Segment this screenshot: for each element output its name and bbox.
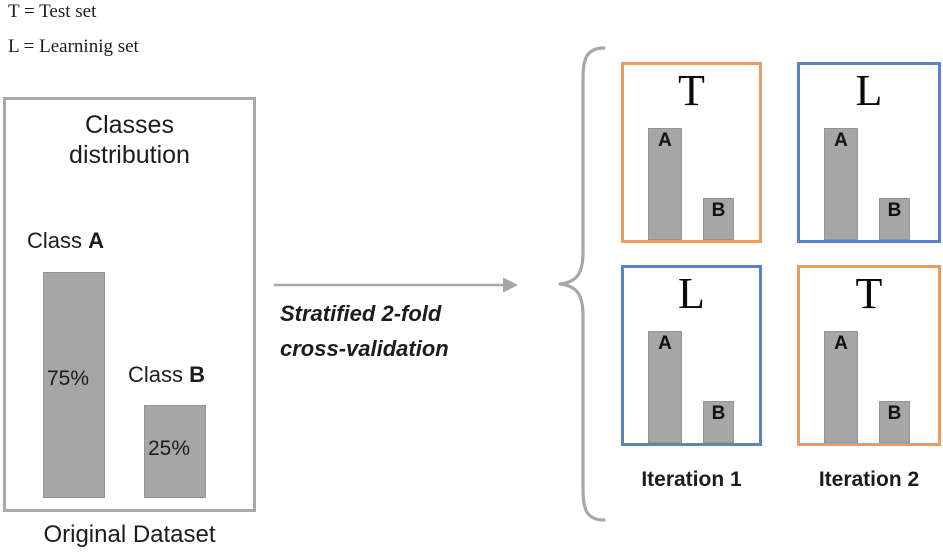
fold-panel-iteration2-test[interactable]: T A B xyxy=(797,265,941,446)
transform-label-line2: cross-validation xyxy=(280,336,449,361)
legend-learning-set: L = Learninig set xyxy=(8,36,139,57)
original-dataset-caption: Original Dataset xyxy=(43,521,216,548)
original-bar-class-a-percent: 75% xyxy=(47,367,90,390)
fold-panel-iteration1-learning[interactable]: L A B xyxy=(621,265,762,446)
fold-bar-class-a: A xyxy=(648,128,682,240)
fold-bar-class-b: B xyxy=(703,401,734,443)
original-title-line2: distribution xyxy=(69,141,190,169)
fold-bar-class-b-label: B xyxy=(887,200,902,221)
fold-bar-class-a-label: A xyxy=(658,130,672,151)
fold-bar-class-a-label: A xyxy=(834,130,848,151)
fold-bar-class-b-label: B xyxy=(887,403,902,424)
original-dataset-title: Classes distribution xyxy=(3,110,256,170)
left-curly-brace-icon xyxy=(556,44,608,524)
fold-panel-iteration1-test[interactable]: T A B xyxy=(621,62,762,243)
fold-bar-class-a-label: A xyxy=(834,333,848,354)
iteration-1-caption: Iteration 1 xyxy=(641,468,742,491)
fold-bar-class-a: A xyxy=(824,128,858,240)
class-a-label: Class A xyxy=(27,230,104,252)
original-bar-class-b xyxy=(144,405,206,498)
fold-panel-letter: L xyxy=(678,269,705,318)
class-b-label: Class B xyxy=(128,364,205,386)
fold-bar-class-b-label: B xyxy=(711,200,726,221)
fold-panel-letter: L xyxy=(855,66,883,115)
transform-label-line1: Stratified 2-fold xyxy=(280,301,442,326)
original-bar-class-a xyxy=(43,272,105,498)
original-bar-class-b-percent: 25% xyxy=(148,437,191,460)
class-b-label-prefix: Class xyxy=(128,362,190,387)
iteration-2-caption: Iteration 2 xyxy=(818,468,920,491)
fold-bar-class-b: B xyxy=(879,401,910,443)
class-a-label-letter: A xyxy=(88,228,105,253)
original-title-line1: Classes xyxy=(85,111,174,139)
fold-bar-class-b: B xyxy=(703,198,734,240)
fold-bar-class-a-label: A xyxy=(658,333,672,354)
legend-test-set: T = Test set xyxy=(8,1,97,22)
fold-panel-letter: T xyxy=(855,269,883,318)
fold-panel-iteration2-learning[interactable]: L A B xyxy=(797,62,941,243)
class-a-label-prefix: Class xyxy=(27,228,89,253)
fold-bar-class-a: A xyxy=(824,331,858,443)
fold-bar-class-a: A xyxy=(648,331,682,443)
fold-panel-letter: T xyxy=(678,66,705,115)
class-b-label-letter: B xyxy=(189,362,206,387)
fold-bar-class-b-label: B xyxy=(711,403,726,424)
right-arrow-icon xyxy=(272,272,520,298)
fold-bar-class-b: B xyxy=(879,198,910,240)
